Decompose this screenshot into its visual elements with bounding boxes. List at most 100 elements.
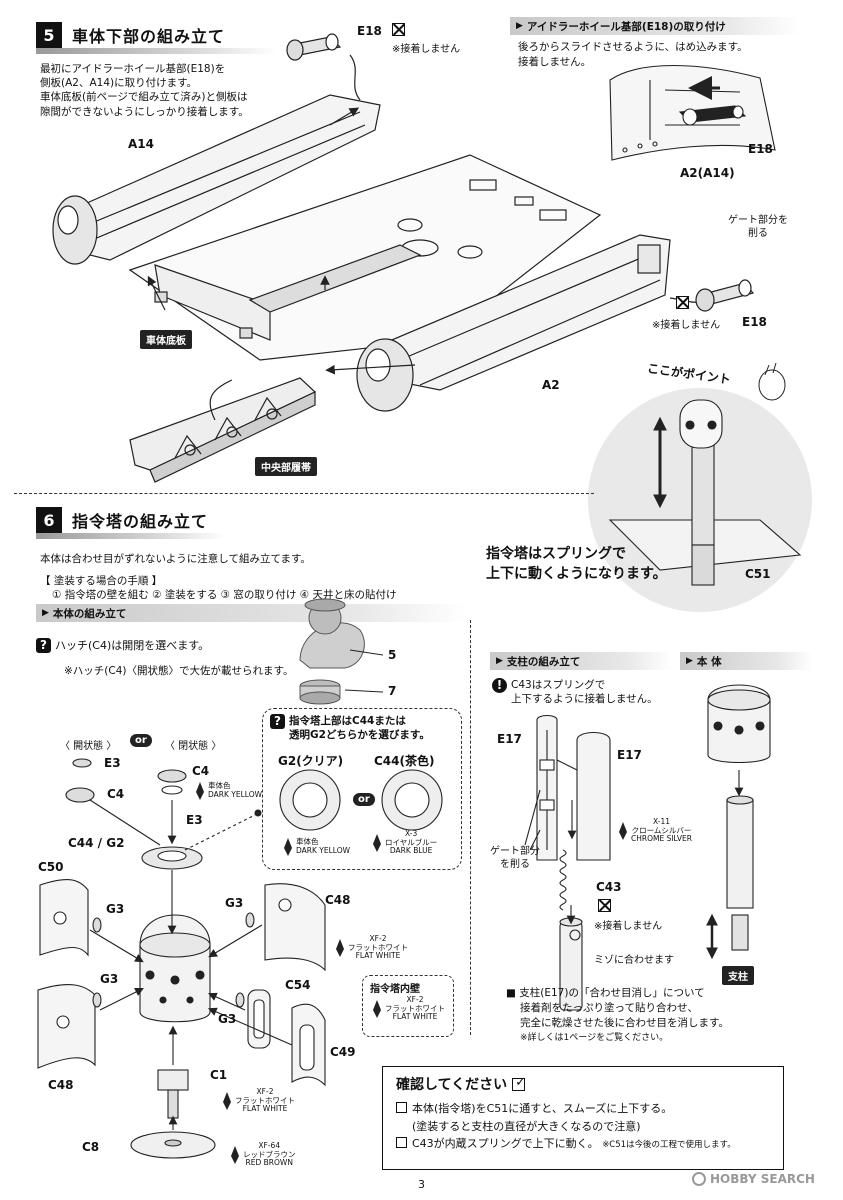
paint-e17: X-11 クロームシルバー CHROME SILVER: [618, 817, 692, 844]
closed-state-label: 〈 閉状態 〉: [165, 741, 222, 752]
pillar-bar: ▶ 支柱の組み立て: [490, 652, 672, 670]
step6-title-rule: [36, 533, 226, 539]
part-label-g3-a: G3: [106, 902, 125, 916]
inner-wall-box: [362, 975, 454, 1037]
hull-assembly-diagram: [52, 33, 755, 483]
brush-icon: [619, 821, 627, 840]
exclamation-icon: !: [492, 678, 507, 693]
or-badge-upper: or: [353, 793, 375, 806]
part-label-e17-a: E17: [497, 732, 522, 746]
triangle-icon: ▶: [496, 656, 503, 666]
hatch-note-2: ※ハッチ(C4)〈開状態〉で大佐が載せられます。: [64, 665, 294, 677]
inner-wall-title: 指令塔内壁: [370, 984, 420, 995]
part-label-c44-g2: C44 / G2: [68, 836, 125, 850]
no-glue-x-icon: [392, 22, 405, 36]
triangle-icon: ▶: [516, 21, 523, 31]
step6-intro: 本体は合わせ目がずれないように注意して組み立てます。: [40, 553, 311, 565]
part-label-c4-a: C4: [107, 787, 125, 801]
brush-icon: [336, 938, 344, 957]
part-label-c43: C43: [596, 880, 622, 894]
c43-groove-note: ミゾに合わせます: [594, 955, 674, 966]
brush-icon: [223, 1091, 231, 1110]
brush-icon: [231, 1145, 239, 1164]
point-callout-circle: [588, 362, 812, 612]
part-label-g3-c: G3: [100, 972, 119, 986]
part-label-c49: C49: [330, 1045, 356, 1059]
part-label-c4-b: C4: [192, 764, 210, 778]
part-label-a14: A14: [128, 137, 154, 151]
part-label-c48-right: C48: [325, 893, 351, 907]
vertical-divider: [470, 620, 471, 1035]
brush-icon: [284, 838, 292, 856]
upper-choice-text: ? 指令塔上部はC44または 透明G2どちらかを選びます。: [270, 714, 430, 742]
choice-label-g2: G2(クリア): [278, 754, 344, 768]
confirm-items: 本体(指令塔)をC51に通すと、スムーズに上下する。 (塗装すると支柱の直径が大…: [396, 1100, 736, 1153]
step6-header: 6 指令塔の組み立て: [36, 505, 208, 535]
part-label-a2: A2: [542, 378, 560, 392]
tag-hull-floor: 車体底板: [140, 330, 192, 349]
no-glue-note-right: ※接着しません: [652, 320, 721, 331]
point-text: 指令塔はスプリングで 上下に動くようになります。: [486, 546, 667, 582]
step5-description: 最初にアイドラーホイール基部(E18)を 側板(A2、A14)に取り付けます。 …: [40, 63, 249, 118]
part-label-c54: C54: [285, 978, 311, 992]
confirm-item-2: C43が内蔵スプリングで上下に動く。 ※C51は今後の工程で使用します。: [396, 1135, 736, 1153]
body-assembly-bar: ▶ 本体の組み立て: [36, 604, 466, 622]
brush-icon: [373, 833, 381, 852]
paint-c4: 車体色 DARK YELLOW: [195, 782, 262, 800]
step5-title-rule: [36, 48, 276, 54]
main-body-bar: ▶ 本 体: [680, 652, 812, 670]
choice-label-c44: C44(茶色): [374, 754, 435, 768]
checkbox-checked-icon: ✓: [512, 1075, 526, 1091]
paint-c1: XF-2 フラットホワイト FLAT WHITE: [222, 1087, 295, 1114]
pillar-note: ! C43はスプリングで 上下するように接着しません。: [492, 678, 658, 706]
step6-title: 指令塔の組み立て: [72, 512, 209, 531]
part-label-e17-b: E17: [617, 748, 642, 762]
pillar-gate-note: ゲート部分 を削る: [490, 846, 540, 870]
idler-inset-text: 後ろからスライドさせるように、はめ込みます。 接着しません。: [518, 41, 748, 69]
brush-icon: [196, 782, 204, 800]
triangle-icon: ▶: [686, 656, 693, 666]
checkbox-icon[interactable]: [396, 1102, 407, 1113]
page-number: 3: [418, 1178, 425, 1191]
confirm-title-row: 確認してください ✓: [396, 1074, 526, 1094]
part-label-c50: C50: [38, 860, 64, 874]
commander-figure: [299, 598, 384, 705]
figure-label-5: 5: [388, 648, 397, 662]
part-label-c51: C51: [745, 567, 771, 581]
section-divider: [14, 493, 594, 494]
part-label-c1: C1: [210, 1068, 228, 1082]
paint-c44: X-3 ロイヤルブルー DARK BLUE: [372, 829, 437, 856]
step5-number: 5: [36, 22, 62, 48]
brush-icon: [373, 999, 381, 1018]
tag-pillar: 支柱: [722, 966, 754, 985]
part-label-e18-right: E18: [742, 315, 767, 329]
part-label-c8: C8: [82, 1140, 100, 1154]
paint-g2: 車体色 DARK YELLOW: [283, 838, 350, 856]
part-label-e3-a: E3: [104, 756, 121, 770]
confirm-item-1-note: (塗装すると支柱の直径が大きくなるので注意): [412, 1119, 641, 1133]
open-state-label: 〈 開状態 〉: [60, 741, 117, 752]
idler-inset-bar: ▶ アイドラーホイール基部(E18)の取り付け: [510, 17, 800, 35]
inset-label-a2-a14: A2(A14): [680, 166, 735, 180]
watermark: HOBBY SEARCH: [692, 1172, 815, 1186]
paint-inner-wall: XF-2 フラットホワイト FLAT WHITE: [372, 995, 445, 1022]
hatch-note: ? ハッチ(C4)は開閉を選べます。: [36, 637, 209, 653]
step5-title: 車体下部の組み立て: [72, 27, 226, 46]
triangle-icon: ▶: [42, 608, 49, 618]
no-glue-note-top: ※接着しません: [392, 44, 461, 55]
paint-order-steps: ① 指令塔の壁を組む ② 塗装をする ③ 窓の取り付け ④ 天井と床の貼付け: [52, 589, 397, 601]
inset-label-e18: E18: [748, 142, 773, 156]
tag-center-track: 中央部履帯: [255, 457, 317, 476]
part-label-g3-d: G3: [218, 1012, 237, 1026]
idler-inset-diagram: [609, 65, 776, 161]
or-badge: or: [130, 734, 152, 747]
part-label-g3-b: G3: [225, 896, 244, 910]
confirm-box: [382, 1066, 784, 1170]
checkbox-icon[interactable]: [396, 1137, 407, 1149]
upper-choice-box: [262, 708, 462, 870]
part-label-e3-b: E3: [186, 813, 203, 827]
gate-removal-note: ゲート部分を 削る: [728, 215, 788, 239]
step5-header: 5 車体下部の組み立て: [36, 20, 225, 50]
